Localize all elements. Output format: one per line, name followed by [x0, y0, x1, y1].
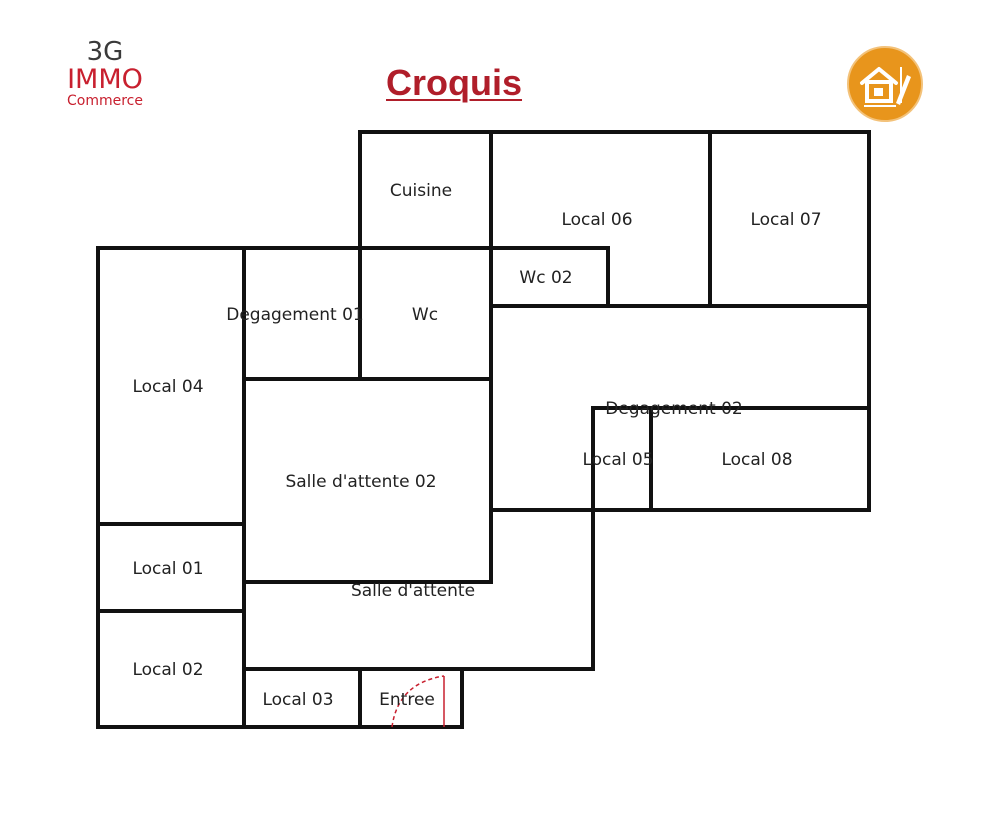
page-title: Croquis	[386, 62, 523, 103]
label-local-05: Local 05	[582, 450, 653, 470]
label-local-08: Local 08	[721, 450, 792, 470]
wall-entree	[358, 667, 464, 729]
entrance-door-swing	[391, 675, 445, 728]
label-wc-02: Wc 02	[519, 268, 572, 288]
company-logo: 3G IMMO Commerce	[40, 38, 170, 108]
label-degagement-02: Degagement 02	[605, 399, 743, 419]
label-wc: Wc	[412, 305, 438, 325]
house-drawing-icon	[847, 46, 923, 122]
label-salle-attente-02: Salle d'attente 02	[285, 472, 436, 492]
label-degagement-01: Degagement 01	[226, 305, 364, 325]
label-local-07: Local 07	[750, 210, 821, 230]
label-local-01: Local 01	[132, 559, 203, 579]
logo-line-3g: 3G	[86, 37, 124, 67]
label-local-04: Local 04	[132, 377, 203, 397]
wall-local-08	[649, 406, 871, 512]
label-local-03: Local 03	[262, 690, 333, 710]
label-cuisine: Cuisine	[390, 181, 452, 201]
logo-line-commerce: Commerce	[67, 93, 143, 109]
label-salle-attente: Salle d'attente	[351, 581, 475, 601]
label-local-02: Local 02	[132, 660, 203, 680]
logo-line-immo: IMMO	[67, 64, 143, 95]
label-entree: Entree	[379, 690, 435, 710]
label-local-06: Local 06	[561, 210, 632, 230]
